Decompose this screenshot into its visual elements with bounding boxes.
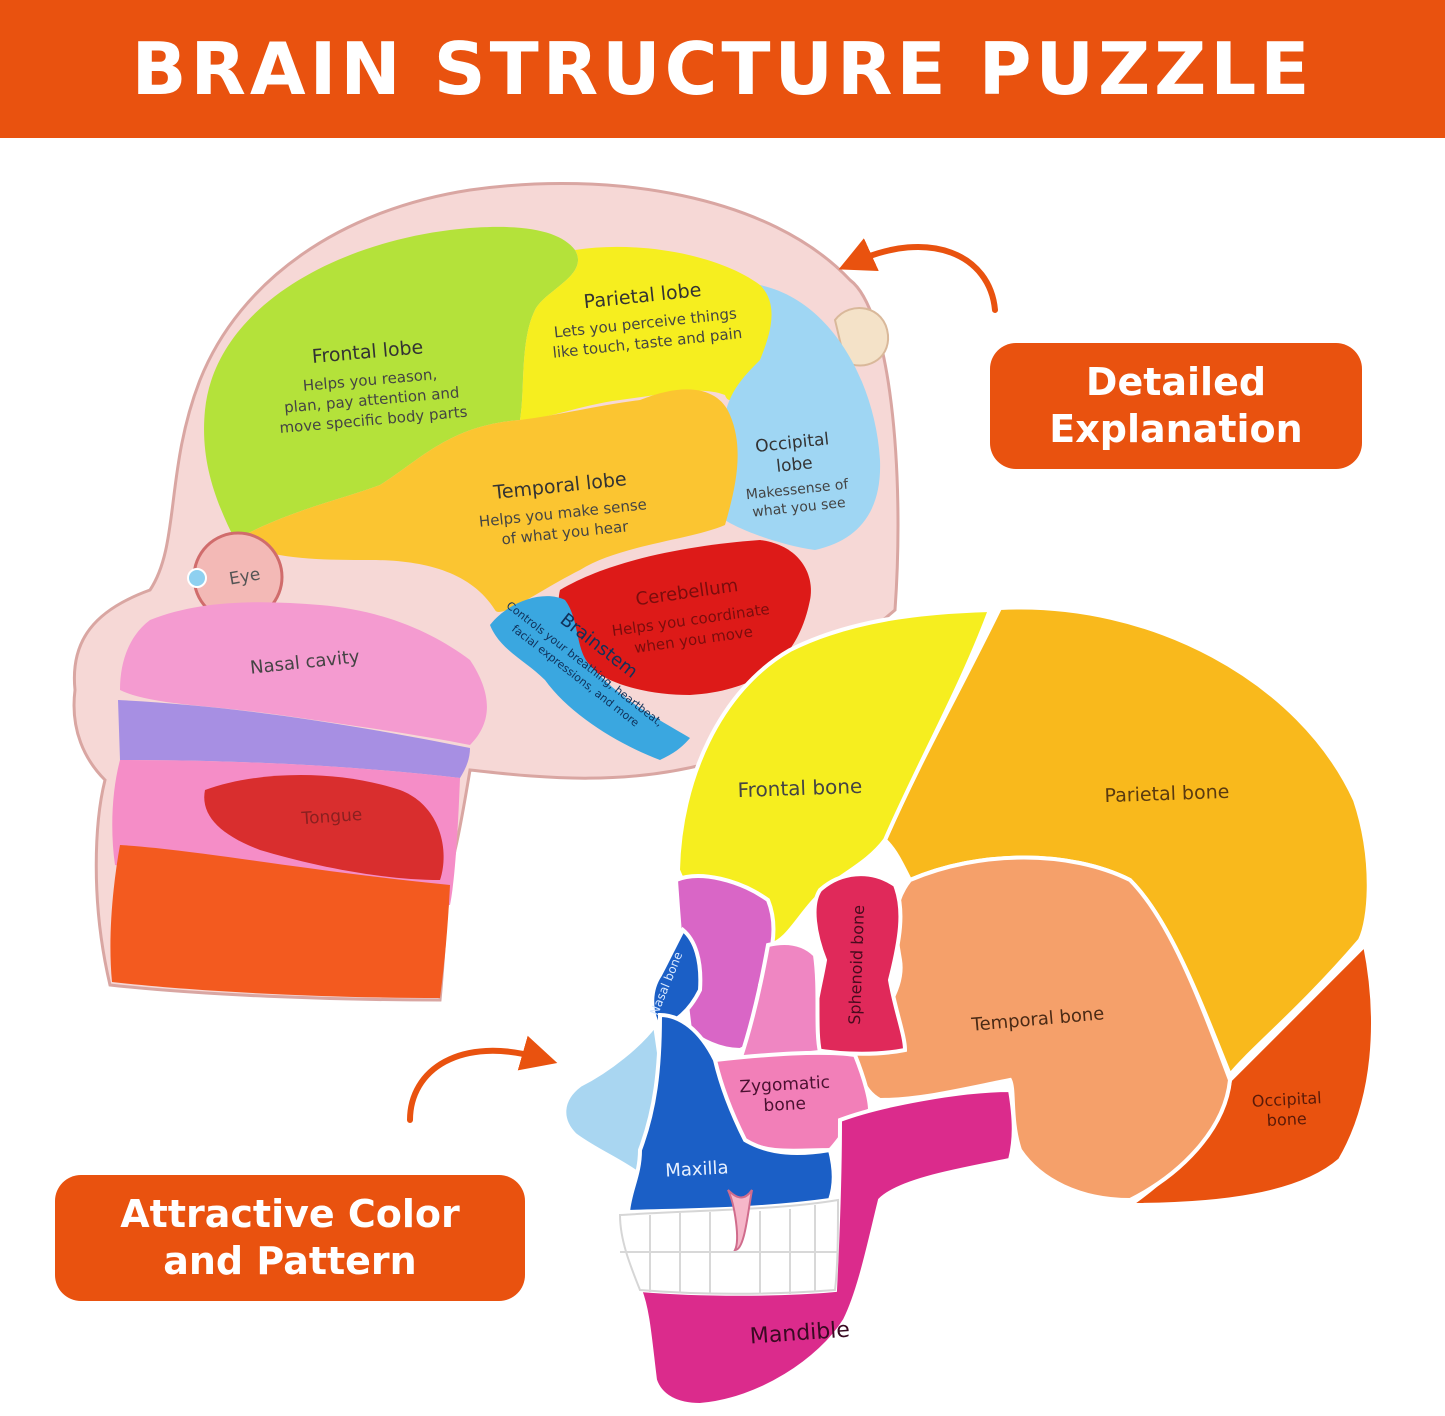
frontal-lobe-piece[interactable] — [204, 226, 579, 540]
temporal-lobe-piece[interactable] — [235, 389, 738, 612]
occipital-bone-piece[interactable] — [1123, 940, 1375, 1208]
frontal-bone-label: Frontal bone — [737, 774, 862, 802]
tooth-lines — [620, 1205, 838, 1294]
cerebellum-piece[interactable] — [558, 540, 811, 695]
occipital-bone-label-1: Occipital — [1251, 1088, 1322, 1111]
banner-title: BRAIN STRUCTURE PUZZLE — [131, 27, 1314, 111]
attractive-color-badge: Attractive Color and Pattern — [55, 1175, 525, 1301]
nasal-stripe — [118, 700, 470, 778]
tooth-root-icon — [727, 1189, 753, 1252]
sphenoid-bone-piece[interactable] — [811, 872, 908, 1056]
tongue-label: Tongue — [300, 805, 363, 829]
brainstem-piece[interactable] — [490, 596, 690, 760]
arrow-bottom-icon — [407, 1035, 558, 1123]
skull-puzzle: Frontal bone Parietal bone Sphenoid bone… — [562, 605, 1375, 1408]
parietal-bone-label: Parietal bone — [1104, 781, 1230, 807]
nasal-cavity-piece[interactable] — [120, 602, 487, 745]
occipital-lobe-name-2: lobe — [775, 453, 813, 477]
title-banner: BRAIN STRUCTURE PUZZLE — [0, 0, 1445, 138]
zygomatic-bone-label-1: Zygomatic — [739, 1073, 831, 1098]
eye-pupil — [187, 568, 207, 588]
brain-puzzle-board: Frontal lobe Helps you reason, plan, pay… — [72, 182, 900, 1002]
occipital-lobe-piece[interactable] — [725, 285, 881, 550]
maxilla-piece[interactable] — [625, 1012, 836, 1215]
detailed-explanation-badge: Detailed Explanation — [990, 343, 1362, 469]
teeth-piece — [618, 1198, 840, 1295]
zygomatic-bone-label-2: bone — [763, 1094, 806, 1116]
skull-knob — [833, 307, 890, 367]
occipital-bone-label-2: bone — [1266, 1109, 1307, 1130]
maxilla-label: Maxilla — [665, 1157, 729, 1181]
arrow-top-icon — [838, 238, 998, 313]
sphenoid-bone-label: Sphenoid bone — [845, 905, 868, 1025]
tongue-piece[interactable] — [204, 775, 444, 880]
parietal-lobe-piece[interactable] — [520, 246, 776, 420]
jaw-piece — [110, 845, 450, 998]
